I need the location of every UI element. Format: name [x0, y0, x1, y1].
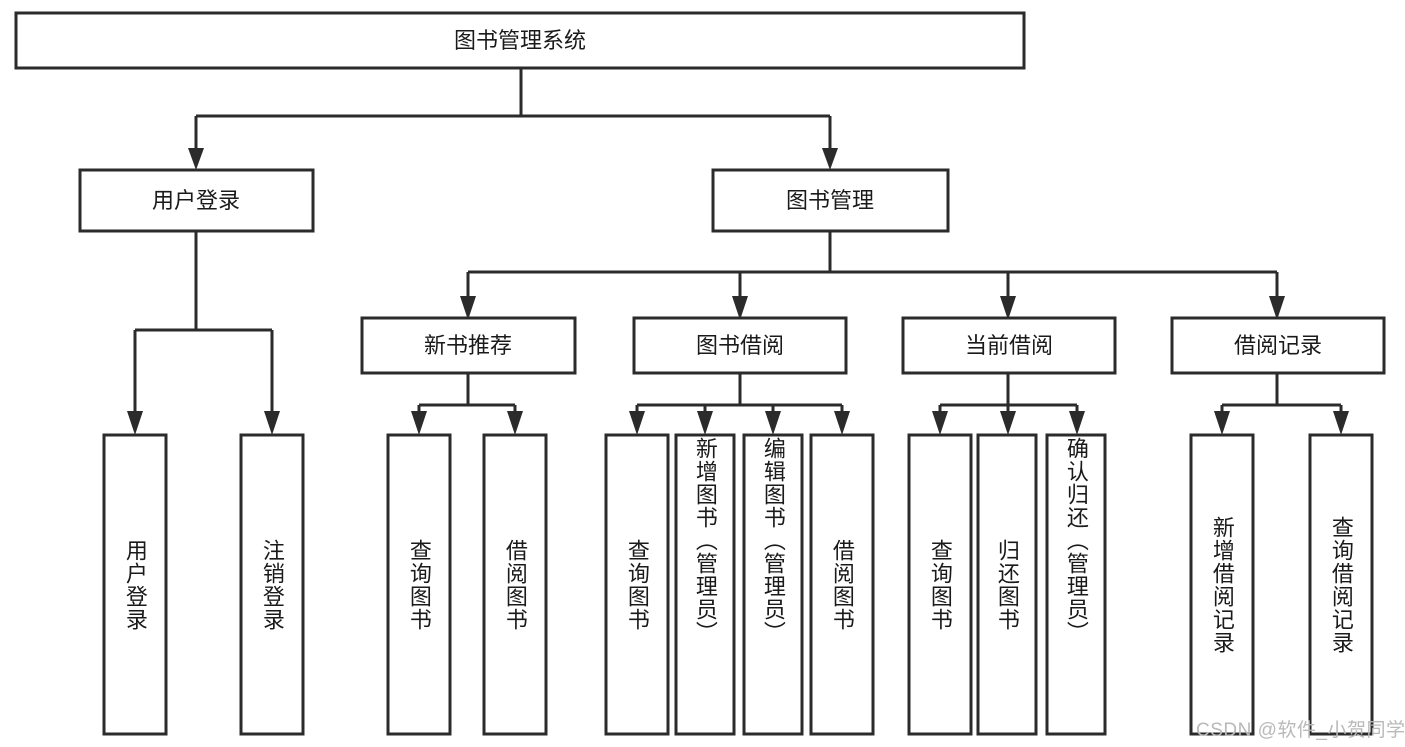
leaf-borrow-record-1[interactable] [1189, 433, 1255, 736]
leaf-book-borrow-1[interactable] [604, 433, 670, 736]
leaf-book-borrow-2[interactable] [674, 433, 736, 736]
arrow-to-bookborrow [732, 296, 748, 320]
leaf-current-borrow-1[interactable] [907, 433, 973, 736]
arrow-currentborrow-leaf3 [1069, 411, 1085, 435]
horizontal-label-layer: 图书管理系统 用户登录 图书管理 新书推荐 图书借阅 当前借阅 借阅记录 [152, 28, 1322, 358]
node-book-borrow[interactable] [632, 316, 848, 375]
node-new-book-recommend-label: 新书推荐 [424, 333, 512, 358]
arrow-bookborrow-leaf4 [834, 411, 850, 435]
leaf-user-login-1[interactable] [102, 433, 168, 736]
node-borrow-record-label: 借阅记录 [1234, 333, 1322, 358]
node-root[interactable] [14, 11, 1026, 70]
node-box-layer [14, 11, 1386, 736]
csdn-watermark: CSDN @软件_小贺同学 [1196, 720, 1405, 741]
arrow-borrowrecord-leaf2 [1333, 411, 1349, 435]
leaf-book-borrow-3[interactable] [742, 433, 804, 736]
node-current-borrow-label: 当前借阅 [965, 333, 1053, 358]
arrow-to-user-login [188, 148, 204, 170]
arrow-to-newbook [460, 296, 476, 320]
node-book-manage-label: 图书管理 [786, 188, 874, 213]
arrow-borrowrecord-leaf1 [1214, 411, 1230, 435]
node-current-borrow[interactable] [901, 316, 1117, 375]
node-root-label: 图书管理系统 [454, 28, 586, 53]
arrow-to-borrowrecord [1269, 296, 1285, 320]
leaf-user-login-2[interactable] [239, 433, 305, 736]
arrow-bookborrow-leaf2 [697, 411, 713, 435]
arrow-to-book-manage [822, 148, 838, 170]
leaf-new-book-2[interactable] [482, 433, 548, 736]
leaf-new-book-1[interactable] [386, 433, 452, 736]
arrow-userlogin-leaf2 [264, 411, 280, 435]
arrow-currentborrow-leaf1 [932, 411, 948, 435]
node-user-login-label: 用户登录 [152, 188, 240, 213]
node-new-book-recommend[interactable] [360, 316, 577, 375]
leaf-book-borrow-4[interactable] [809, 433, 875, 736]
arrow-bookborrow-leaf3 [765, 411, 781, 435]
leaf-current-borrow-2[interactable] [976, 433, 1038, 736]
arrow-newbook-leaf1 [411, 411, 427, 435]
arrow-newbook-leaf2 [507, 411, 523, 435]
arrow-to-currentborrow [1000, 296, 1016, 320]
arrow-currentborrow-leaf2 [1000, 411, 1016, 435]
leaf-current-borrow-3[interactable] [1045, 433, 1107, 736]
node-book-borrow-label: 图书借阅 [696, 333, 784, 358]
arrow-bookborrow-leaf1 [629, 411, 645, 435]
leaf-borrow-record-2[interactable] [1308, 433, 1374, 736]
node-user-login[interactable] [78, 168, 315, 233]
arrow-userlogin-leaf1 [127, 411, 143, 435]
node-book-manage[interactable] [711, 168, 950, 233]
node-borrow-record[interactable] [1170, 316, 1386, 375]
connector-layer [127, 68, 1349, 435]
